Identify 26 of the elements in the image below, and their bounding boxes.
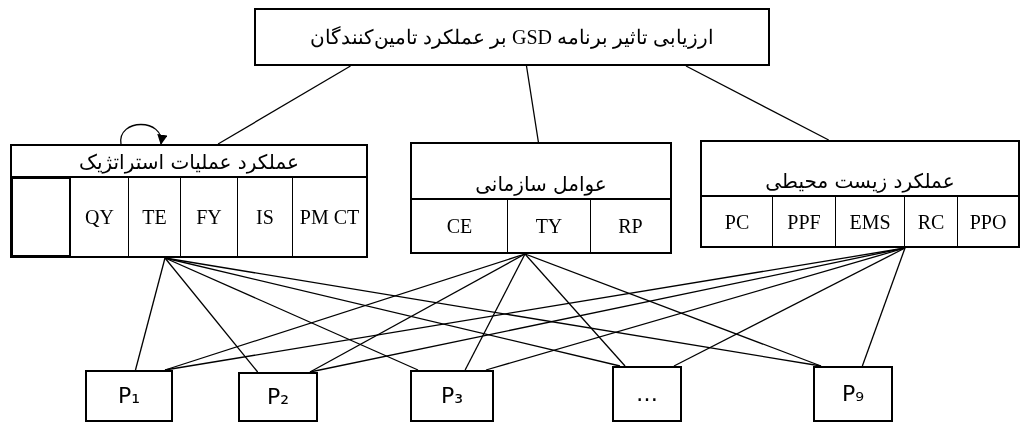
criterion-group-box [10,144,368,258]
alternative-box: P₂ [238,372,318,422]
curved-arrow [120,123,167,146]
connector-line [217,65,352,145]
group-heading: عوامل سازمانی [475,172,607,196]
alternative-box: P₃ [410,370,494,422]
connector-line [309,253,526,373]
goal-box: ارزیابی تاثیر برنامه GSD بر عملکرد تامین‌کنندگان [254,8,770,66]
connector-line [685,65,830,141]
connector-line [524,253,822,367]
connector-line [164,257,419,371]
connector-line [673,247,906,367]
alternative-box: P₉ [813,366,893,422]
alternative-box: P₁ [85,370,173,422]
connector-line [134,257,166,371]
criterion-group-box [700,140,1020,248]
connector-line [861,247,906,367]
empty-cell [12,178,70,256]
connector-line [164,257,259,373]
alternative-box: … [612,366,682,422]
connector-line [525,65,540,143]
criterion-group-box [410,142,672,254]
connector-line [524,253,626,367]
connector-line [464,253,526,371]
group-heading: عملکرد عملیات استراتژیک [79,150,299,174]
group-heading: عملکرد زیست محیطی [765,169,955,193]
